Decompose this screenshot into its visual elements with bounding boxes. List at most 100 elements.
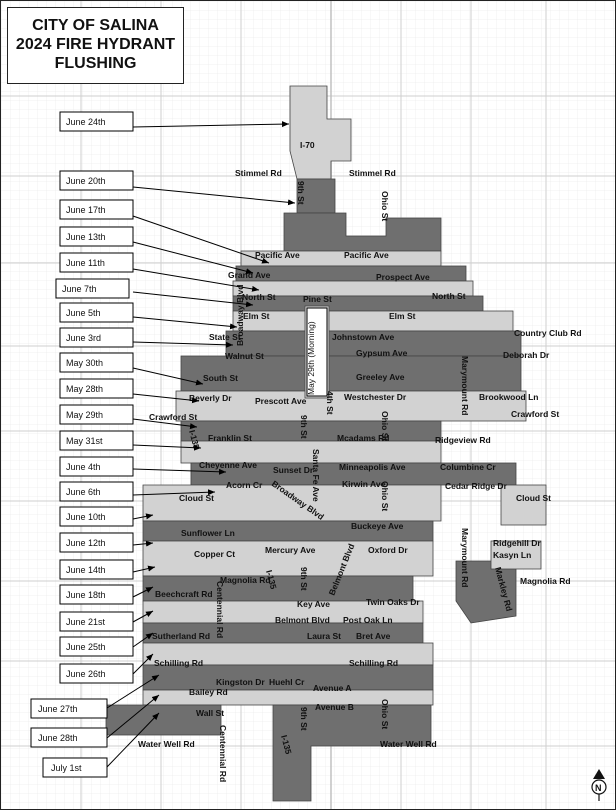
street-label: Prescott Ave	[255, 396, 307, 406]
street-label: Gypsum Ave	[356, 348, 408, 358]
callout-label: June 5th	[66, 308, 101, 318]
street-label: Schilling Rd	[349, 658, 398, 668]
callout-label: June 3rd	[66, 333, 101, 343]
north-arrow-letter: N	[595, 783, 602, 793]
street-label: Laura St	[307, 631, 341, 641]
callout-june-14: June 14th	[59, 559, 134, 580]
callout-label: June 14th	[66, 565, 106, 575]
street-label: Elm St	[389, 311, 416, 321]
street-label: Magnolia Rd	[220, 575, 271, 585]
street-label: Avenue A	[313, 683, 352, 693]
street-label: Walnut St	[225, 351, 264, 361]
street-label: Magnolia Rd	[520, 576, 571, 586]
street-label: Westchester Dr	[344, 392, 407, 402]
title-line-2: 2024 FIRE HYDRANT	[15, 36, 176, 53]
street-label: Oxford Dr	[368, 545, 408, 555]
street-label: Brookwood Ln	[479, 392, 539, 402]
street-label: 4th St	[325, 391, 335, 415]
street-label: Bailey Rd	[189, 687, 228, 697]
street-label: 9th St	[299, 567, 309, 591]
street-label: Elm St	[243, 311, 270, 321]
street-label: North St	[432, 291, 466, 301]
street-label: 9th St	[299, 707, 309, 731]
callout-label: June 17th	[66, 205, 106, 215]
callout-label: June 26th	[66, 669, 106, 679]
street-label: Wall St	[196, 708, 224, 718]
street-label: Huehl Cr	[269, 677, 305, 687]
street-label: Ridgeview Rd	[435, 435, 491, 445]
callout-label: June 20th	[66, 176, 106, 186]
street-label: Mcadams Rd	[337, 433, 389, 443]
street-label: 9th St	[299, 415, 309, 439]
zone-may-29	[175, 390, 527, 422]
callout-arrows	[106, 121, 296, 768]
zone-june-10-east	[500, 484, 547, 526]
street-label: Ohio St	[380, 481, 390, 511]
zone-may-30	[225, 330, 522, 357]
street-label: Pacific Ave	[344, 250, 389, 260]
street-label: Deborah Dr	[503, 350, 550, 360]
callout-label: June 6th	[66, 487, 101, 497]
street-label: Stimmel Rd	[349, 168, 396, 178]
street-label: Greeley Ave	[356, 372, 405, 382]
street-label: North St	[242, 292, 276, 302]
vertical-callout: May 29th (Morning)	[306, 307, 328, 397]
callout-may-30: May 30th	[59, 352, 134, 373]
callout-label: May 30th	[66, 358, 103, 368]
callout-may-31: May 31st	[59, 430, 134, 451]
street-label: Water Well Rd	[380, 739, 437, 749]
zone-june-3	[232, 310, 514, 332]
zone-june-24	[289, 85, 352, 180]
street-label: Sunset Dr	[273, 465, 314, 475]
street-label: Franklin St	[208, 433, 252, 443]
zone-june-10	[142, 484, 442, 522]
street-label: Cheyenne Ave	[199, 460, 257, 470]
street-label: I-135	[279, 734, 294, 756]
street-label: Pine St	[303, 294, 332, 304]
zone-july-1-south	[272, 704, 432, 802]
callout-june-4: June 4th	[59, 456, 134, 477]
street-label: Post Oak Ln	[343, 615, 393, 625]
callout-label: June 18th	[66, 590, 106, 600]
street-label: Avenue B	[315, 702, 354, 712]
street-label: Bret Ave	[356, 631, 391, 641]
callout-label: July 1st	[51, 763, 82, 773]
callout-may-29: May 29th	[59, 404, 134, 425]
street-label: Johnstown Ave	[332, 332, 394, 342]
callout-june-7: June 7th	[55, 278, 130, 299]
street-label: Beverly Dr	[189, 393, 232, 403]
street-label: Ohio St	[380, 411, 390, 441]
callout-label: June 24th	[66, 117, 106, 127]
street-label: Cedar Ridge Dr	[445, 481, 508, 491]
title-line-3: FLUSHING	[54, 55, 137, 72]
street-label: Broadway Blvd	[235, 285, 245, 346]
street-label: State St	[209, 332, 241, 342]
callout-label: June 10th	[66, 512, 106, 522]
callout-may-28: May 28th	[59, 378, 134, 399]
street-label: Cloud St	[179, 493, 214, 503]
street-label: Columbine Cr	[440, 462, 496, 472]
street-label: Sunflower Ln	[181, 528, 235, 538]
title-line-1: CITY OF SALINA	[32, 17, 159, 34]
street-label: Crawford St	[511, 409, 559, 419]
street-label: Mercury Ave	[265, 545, 316, 555]
street-label: Country Club Rd	[514, 328, 582, 338]
north-arrow-icon: N	[591, 769, 607, 801]
street-label: Buckeye Ave	[351, 521, 404, 531]
callout-june-6: June 6th	[59, 481, 134, 502]
callout-june-5: June 5th	[59, 302, 134, 323]
callout-label: June 13th	[66, 232, 106, 242]
street-label: Schilling Rd	[154, 658, 203, 668]
map-title-box: CITY OF SALINA 2024 FIRE HYDRANT FLUSHIN…	[7, 7, 184, 84]
callout-june-13: June 13th	[59, 226, 134, 247]
street-label: Centennial Rd	[215, 581, 225, 638]
street-label: Water Well Rd	[138, 739, 195, 749]
street-label: Crawford St	[149, 412, 197, 422]
street-label: Grand Ave	[228, 270, 271, 280]
zone-june-20	[296, 178, 336, 214]
callout-label: June 7th	[62, 284, 97, 294]
callout-june-28: June 28th	[30, 727, 108, 748]
zone-july-1	[105, 704, 222, 736]
